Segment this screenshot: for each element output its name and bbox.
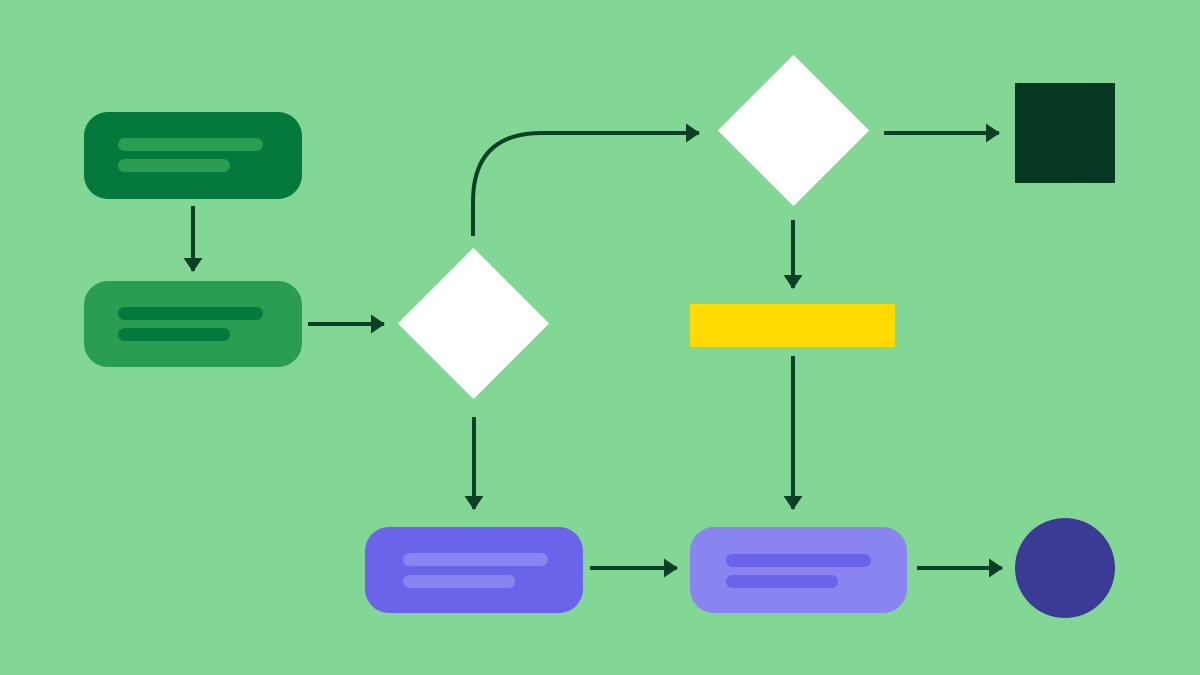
start-node [84,112,302,199]
text-placeholder-line [403,575,515,588]
text-placeholder-line [726,554,871,567]
text-placeholder-line [118,159,230,172]
process-node-green [84,281,302,367]
process-node-violet [365,527,583,613]
text-placeholder-line [726,575,838,588]
text-placeholder-line [403,553,548,566]
connector-decision1-to-decision2 [471,123,700,236]
end-circle-node [1015,518,1115,618]
text-placeholder-line [118,307,263,320]
process-node-violet-light [690,527,907,613]
data-bar-node [690,304,895,347]
terminal-square-node [1015,83,1115,183]
text-placeholder-line [118,328,230,341]
text-placeholder-line [118,138,263,151]
